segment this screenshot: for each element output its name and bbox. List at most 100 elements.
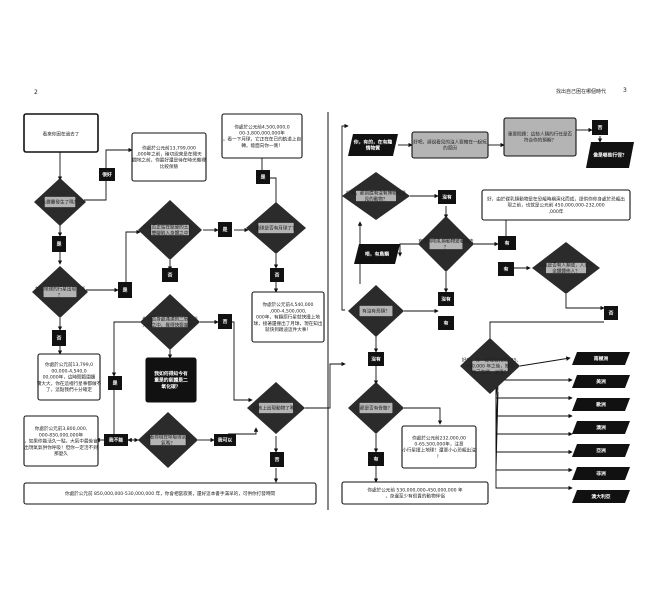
- label-none-2: 沒有: [438, 292, 454, 306]
- svg-text:唔，有鳥類: 唔，有鳥類: [365, 251, 389, 258]
- edge-q2right-up: [125, 229, 141, 285]
- box-13-8b: 你處於公元前13,799,000,000年之前，確切說來是在開天闢地之前，你最好…: [131, 132, 207, 182]
- svg-text:周邊是否有人類或，人或尾全體體佈人？: 周邊是否有人類或，人或尾全體體佈人？: [538, 262, 594, 275]
- svg-text:很好: 很好: [101, 171, 112, 178]
- svg-text:有: 有: [374, 456, 379, 463]
- q-very: 重要問題：這些人類的行任是否符合你的預期？: [503, 117, 577, 157]
- svg-text:是: 是: [56, 241, 62, 248]
- edge-ground-right: [305, 361, 346, 409]
- svg-text:澳大利亞: 澳大利亞: [591, 493, 610, 500]
- continent-6: 非洲: [572, 467, 630, 480]
- edge-r-cont-right: [519, 356, 571, 367]
- svg-text:我如何得知今有重是的氣體是二氧化碳？: 我如何得知今有重是的氣體是二氧化碳？: [154, 370, 188, 390]
- svg-text:否: 否: [222, 318, 228, 325]
- edge-ok-ground: [228, 427, 259, 435]
- label-no-r1: 否: [592, 120, 608, 135]
- svg-text:有: 有: [505, 240, 510, 247]
- svg-text:是: 是: [260, 174, 266, 181]
- label-have-5: 有: [498, 262, 514, 276]
- svg-text:你是否身處滿滿的二氧化碳大氣之中，覺得快要窒息？: 你是否身處滿滿的二氧化碳大氣之中，覺得快要窒息？: [142, 316, 198, 329]
- svg-text:澳洲: 澳洲: [596, 424, 606, 431]
- svg-text:陸地上出現動物了嗎？: 陸地上出現動物了嗎？: [253, 405, 299, 412]
- svg-text:否: 否: [274, 272, 280, 279]
- edge-hot-left: [111, 321, 142, 377]
- box-3-8b: 你處於公元前3,800,000,000-850,000,000年，如果你能活久一…: [23, 415, 99, 467]
- svg-text:好吧，那到底有沒有博物館覺見的動物？: 好吧，那到底有沒有博物館覺見的動物？: [346, 190, 406, 203]
- continent-5: 亞洲: [572, 444, 630, 457]
- label-no-5: 否: [270, 452, 284, 467]
- continent-3: 歐洲: [572, 398, 630, 411]
- q-know: 我如何得知今有重是的氣體是二氧化碳？: [145, 357, 197, 403]
- svg-text:你處於公元前4,540,000,000-4,500,000,: 你處於公元前4,540,000,000-4,500,000,000年，有顆原行星…: [254, 301, 323, 333]
- label-have-1: 沒有: [438, 190, 456, 204]
- svg-text:看來你困在過去了: 看來你困在過去了: [43, 130, 80, 137]
- edge-cont-4: [495, 383, 573, 437]
- svg-text:是: 是: [122, 287, 128, 294]
- q-breathe: 看看你現在呼吸得到空氣嗎？: [138, 412, 198, 468]
- svg-text:亞洲: 亞洲: [596, 447, 606, 454]
- label-yes-4: 是: [256, 170, 270, 184]
- label-none-3: 沒有: [368, 352, 384, 366]
- q-planet: 名為地球的行星出現了嗎？: [32, 266, 88, 318]
- box-530m: 你處於公元前 530,000,000-450,000,000 年，身邊至少有很貴…: [341, 481, 489, 505]
- svg-text:有: 有: [504, 266, 509, 273]
- svg-text:那是否有骨骼？: 那是否有骨骼？: [360, 405, 392, 412]
- q-like: 像是哪些行徑？: [586, 142, 634, 168]
- svg-text:好吧，請說看見的沒人要賴在一起玩的原因: 好吧，請說看見的沒人要賴在一起玩的原因: [413, 139, 487, 152]
- q-good-dino: 好吧，那到底有沒有博物館覺見的動物？: [342, 172, 410, 220]
- continent-7: 澳大利亞: [572, 490, 630, 503]
- svg-text:你處於公元前13,799,000,000-4,540,000: 你處於公元前13,799,000,000-4,540,000,000年，這時間範…: [37, 361, 102, 393]
- edge-r-human-down: [565, 294, 605, 311]
- svg-text:你處於公元前 850,000,000-530,000,000: 你處於公元前 850,000,000-530,000,000 年，你會相當寂寞，…: [65, 490, 275, 497]
- svg-text:有沒有唔乳類動物遊著跑去？: 有沒有唔乳類動物遊著跑去？: [418, 238, 474, 251]
- label-no-4: 否: [218, 314, 232, 329]
- page-number-left: 2: [34, 89, 38, 96]
- edge-good-box: [105, 147, 133, 168]
- edge-no-breathe: [113, 384, 139, 443]
- q-bone: 那是否有骨骼？: [348, 382, 404, 434]
- box-850m: 你處於公元前 850,000,000-530,000,000 年，你會相當寂寞，…: [23, 482, 317, 505]
- q-moon: 地球是否有月球了？: [246, 202, 306, 254]
- label-no-3: 否: [270, 268, 284, 282]
- label-cannot: 我不能: [104, 434, 128, 446]
- edge-cont-2: [495, 375, 573, 401]
- edge-r-ohhh: [397, 243, 420, 257]
- label-ok: 我可以: [214, 434, 236, 446]
- q-dinosaur: 大霹靂發生了嗎？: [34, 178, 86, 226]
- svg-text:名為地球的行星出現了嗎？: 名為地球的行星出現了嗎？: [35, 286, 86, 299]
- q-rock: 你是否正站在堅硬的土地上，雙腳陷入身體之中？: [138, 200, 202, 260]
- svg-text:南極洲: 南極洲: [594, 355, 609, 362]
- start-box: 看來你困在過去了: [23, 113, 99, 153]
- svg-text:你處於公元前3,800,000,000-850,000,00: 你處於公元前3,800,000,000-850,000,000年，如果你能活久一…: [24, 425, 98, 457]
- svg-text:否: 否: [167, 272, 173, 279]
- label-yes-5: 是: [108, 376, 122, 390]
- q-bird: 有沒有鳥類？: [348, 285, 404, 337]
- svg-text:你處於公元前4,500,000,000-3,800,000,: 你處於公元前4,500,000,000-3,800,000,000年。看一下月球…: [223, 123, 301, 149]
- q-human: 周邊是否有人類或，人或尾全體體佈人？: [532, 242, 600, 294]
- label-have-4: 有: [368, 452, 384, 466]
- label-yes-3: 是: [218, 222, 232, 237]
- page-number-right: 3: [623, 87, 627, 94]
- svg-text:否: 否: [274, 456, 280, 463]
- svg-text:地球是否有月球了？: 地球是否有月球了？: [255, 225, 296, 232]
- svg-text:重要問題：這些人類的行任是否符合你的預期？: 重要問題：這些人類的行任是否符合你的預期？: [508, 131, 573, 144]
- svg-text:你是否正站在堅硬的土地上，雙腳陷入身體之中？: 你是否正站在堅硬的土地上，雙腳陷入身體之中？: [142, 224, 198, 237]
- svg-text:否: 否: [608, 310, 614, 317]
- svg-text:美洲: 美洲: [596, 378, 606, 385]
- svg-text:有: 有: [444, 320, 449, 327]
- box-4-54b: 你處於公元前4,540,000,000-4,500,000,000年，有顆原行星…: [251, 291, 325, 343]
- label-have-2: 有: [498, 236, 516, 250]
- svg-text:看看你現在呼吸得到空氣嗎？: 看看你現在呼吸得到空氣嗎？: [145, 434, 191, 447]
- svg-text:你處於公元前 530,000,000-450,000,000: 你處於公元前 530,000,000-450,000,000 年，身邊至少有很貴…: [367, 487, 463, 500]
- q-plants-mind: 你，有的，在有趣情物質: [348, 134, 398, 156]
- svg-text:我不能: 我不能: [109, 437, 124, 444]
- label-yes-1: 是: [52, 236, 66, 252]
- edge-r-bone-right: [404, 407, 443, 425]
- edge-hot-info: [226, 321, 253, 403]
- box-ok-dino: 好，由於碟乳類動物是在恐龍時期演化而成，提供你你身處於恐龍出現之前，也就是公元前…: [481, 189, 631, 221]
- svg-text:你處於公元前13,799,000,000年之前，確切說來是在: 你處於公元前13,799,000,000年之前，確切說來是在開天闢地之前，你最好…: [132, 144, 206, 170]
- svg-text:好吧，你一定在公元前225,000,000 年之後，知道自己: 好吧，你一定在公元前225,000,000 年之後，知道自己在哪一洲嗎？: [462, 357, 519, 376]
